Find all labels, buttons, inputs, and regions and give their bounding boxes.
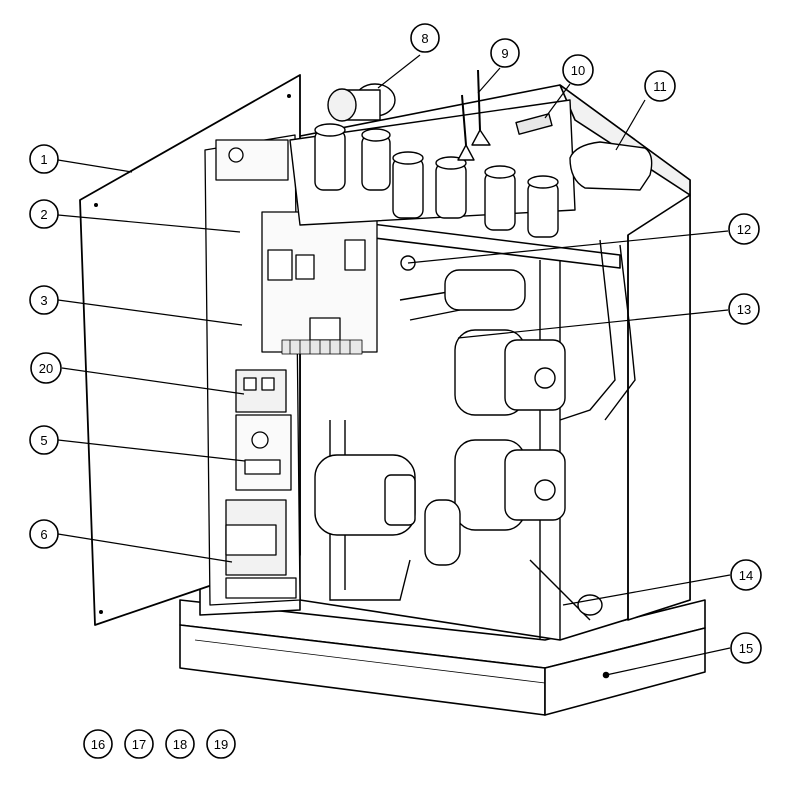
callout-2: 2 (29, 199, 59, 229)
callout-20: 20 (30, 352, 62, 384)
svg-text:16: 16 (91, 737, 105, 752)
svg-text:9: 9 (501, 46, 508, 61)
callout-10: 10 (562, 54, 594, 86)
svg-text:6: 6 (40, 527, 47, 542)
callout-15: 15 (730, 632, 762, 664)
callout-12: 12 (728, 213, 760, 245)
callout-18: 18 (165, 729, 195, 759)
callout-17: 17 (124, 729, 154, 759)
svg-text:5: 5 (40, 433, 47, 448)
transformer (225, 499, 297, 599)
motor (327, 83, 396, 122)
svg-text:19: 19 (214, 737, 228, 752)
callout-3: 3 (29, 285, 59, 315)
callout-1: 1 (29, 144, 59, 174)
svg-text:15: 15 (739, 641, 753, 656)
svg-text:2: 2 (40, 207, 47, 222)
valve-actuators (314, 123, 559, 238)
svg-text:20: 20 (39, 361, 53, 376)
callout-5: 5 (29, 425, 59, 455)
svg-text:10: 10 (571, 63, 585, 78)
callout-9: 9 (490, 38, 520, 68)
callout-16: 16 (83, 729, 113, 759)
svg-text:3: 3 (40, 293, 47, 308)
interface-board (235, 414, 292, 491)
callout-13: 13 (728, 293, 760, 325)
relay-module (235, 369, 287, 413)
callout-6: 6 (29, 519, 59, 549)
svg-text:11: 11 (653, 79, 667, 94)
control-box (204, 134, 378, 606)
base-tray (179, 599, 706, 716)
svg-text:12: 12 (737, 222, 751, 237)
svg-text:18: 18 (173, 737, 187, 752)
svg-text:14: 14 (739, 568, 753, 583)
leader-lines (57, 54, 731, 676)
antenna (457, 69, 491, 161)
svg-text:1: 1 (40, 152, 47, 167)
svg-text:17: 17 (132, 737, 146, 752)
callout-19: 19 (206, 729, 236, 759)
svg-text:8: 8 (421, 31, 428, 46)
callout-14: 14 (730, 559, 762, 591)
callout-11: 11 (644, 70, 676, 102)
callout-8: 8 (410, 23, 440, 53)
circulator-pumps (314, 255, 566, 566)
svg-text:13: 13 (737, 302, 751, 317)
cover-box (569, 141, 653, 191)
callout-labels: 1 2 3 20 5 6 8 9 (29, 23, 762, 759)
valve-manifold (289, 69, 653, 238)
connector (515, 113, 553, 135)
